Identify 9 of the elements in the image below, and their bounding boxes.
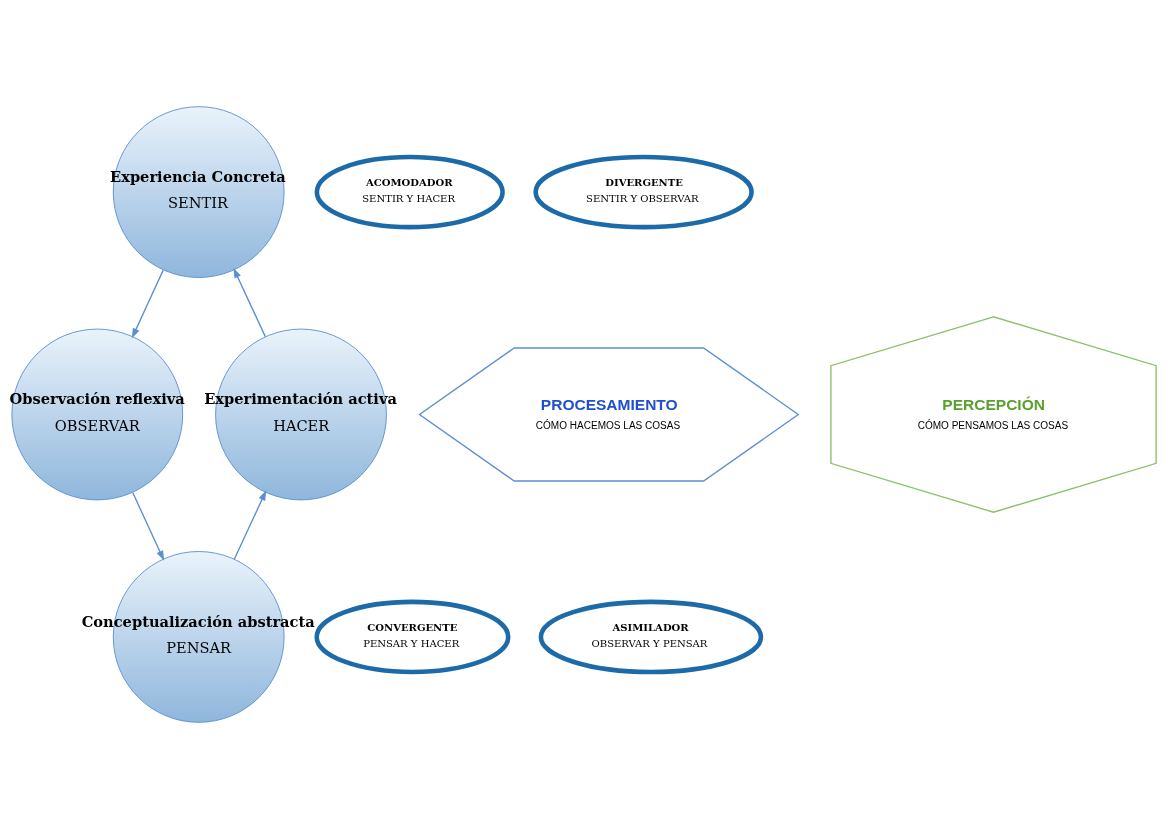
arrow	[132, 491, 165, 561]
arrow	[233, 490, 267, 560]
arrow	[131, 269, 164, 339]
arrow	[233, 267, 266, 338]
node-ellipse: ACOMODADOR SENTIR Y HACER	[314, 154, 505, 230]
node-ellipse: DIVERGENTE SENTIR Y OBSERVAR	[533, 154, 754, 230]
node-ellipse: CONVERGENTE PENSAR Y HACER	[314, 599, 511, 675]
node-ellipse: ASIMILADOR OBSERVAR Y PENSAR	[538, 599, 764, 675]
node-label: Conceptualización abstracta	[81, 612, 315, 630]
